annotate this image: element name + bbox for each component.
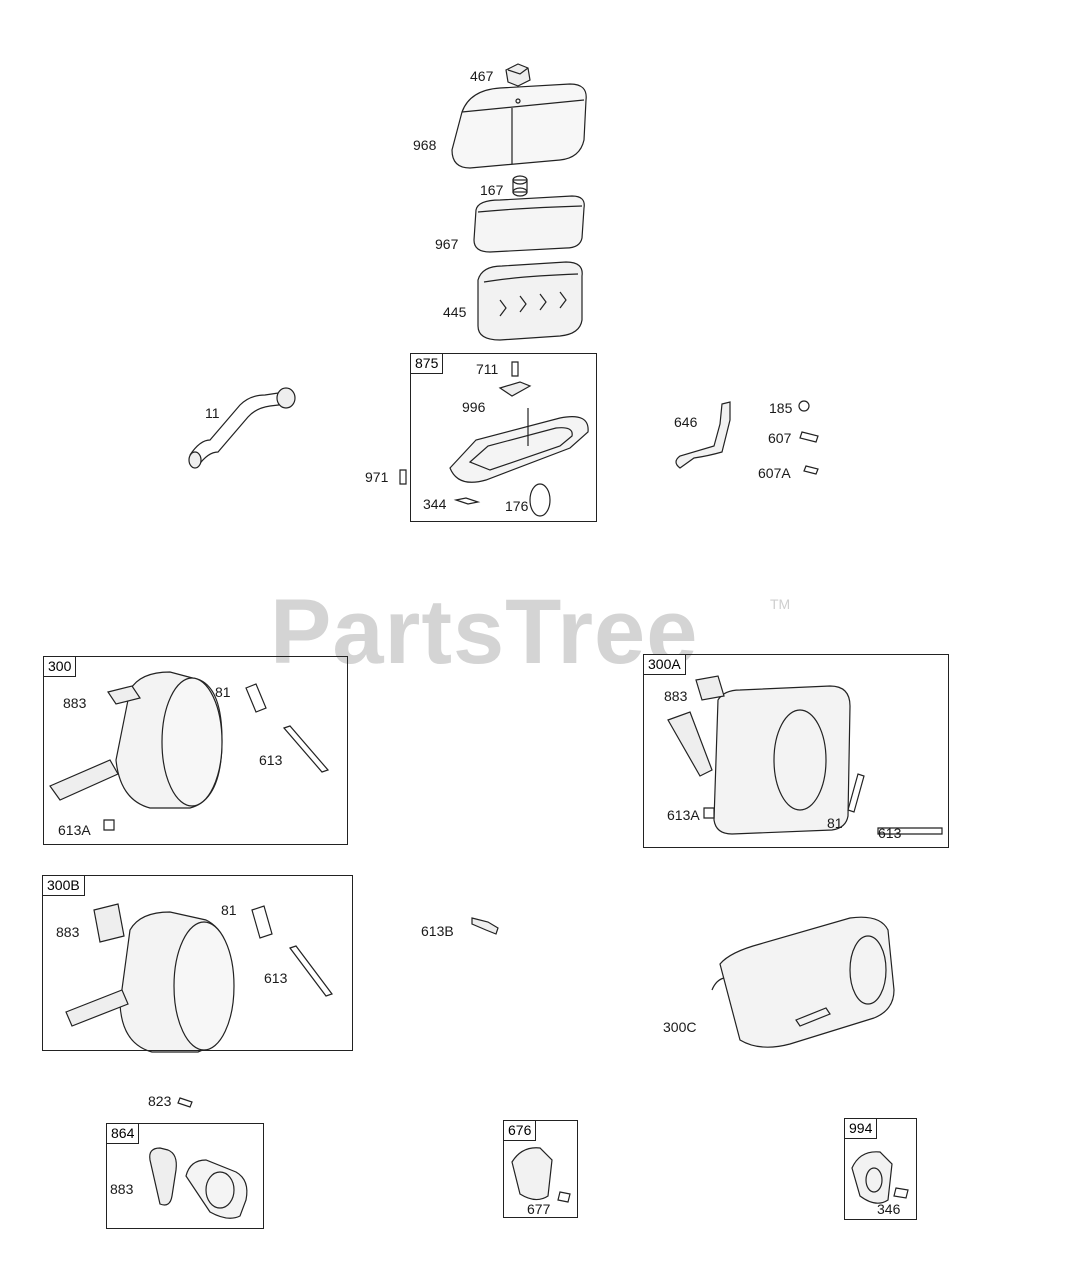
callout-996[interactable]: 996	[462, 399, 486, 415]
callout-300A-613[interactable]: 613	[878, 825, 902, 841]
box-label-300A: 300A	[643, 654, 686, 675]
callout-300-613[interactable]: 613	[259, 752, 283, 768]
callout-300A-883[interactable]: 883	[664, 688, 688, 704]
callout-300C[interactable]: 300C	[663, 1019, 697, 1035]
muffler-300B-part	[65, 903, 333, 1053]
callout-300-883[interactable]: 883	[63, 695, 87, 711]
callout-300B-613[interactable]: 613	[264, 970, 288, 986]
callout-176[interactable]: 176	[505, 498, 529, 514]
assembly-box-875: 875	[410, 353, 597, 522]
callout-646[interactable]: 646	[674, 414, 698, 430]
watermark-logo: PartsTree	[270, 581, 699, 683]
gasket-864-part	[149, 1147, 248, 1219]
muffler-300C-part	[711, 916, 895, 1048]
assembly-box-300: 300	[43, 656, 348, 845]
callout-971[interactable]: 971	[365, 469, 389, 485]
cover-968-part	[451, 83, 587, 169]
callout-823[interactable]: 823	[148, 1093, 172, 1109]
callout-344[interactable]: 344	[423, 496, 447, 512]
callout-864-883[interactable]: 883	[110, 1181, 134, 1197]
callout-167[interactable]: 167	[480, 182, 504, 198]
box-label-994: 994	[844, 1118, 878, 1139]
callout-467[interactable]: 467	[470, 68, 494, 84]
assembly-box-676: 676	[503, 1120, 578, 1218]
bracket-646-part	[675, 400, 819, 475]
box-label-300B: 300B	[42, 875, 85, 896]
callout-300-81[interactable]: 81	[215, 684, 231, 700]
callout-346[interactable]: 346	[877, 1201, 901, 1217]
box-label-676: 676	[503, 1120, 537, 1141]
muffler-300A-part	[667, 675, 943, 835]
box-label-864: 864	[106, 1123, 140, 1144]
base-assembly-875-part	[399, 361, 589, 517]
callout-11[interactable]: 11	[205, 405, 220, 421]
bolt-613B-part	[471, 917, 499, 935]
callout-967[interactable]: 967	[435, 236, 459, 252]
trademark-mark: TM	[770, 596, 791, 612]
knob-467-part	[505, 63, 531, 87]
spark-arrester-994-part	[851, 1151, 909, 1204]
callout-300B-883[interactable]: 883	[56, 924, 80, 940]
assembly-box-994: 994	[844, 1118, 917, 1220]
callout-677[interactable]: 677	[527, 1201, 551, 1217]
callout-300A-81[interactable]: 81	[827, 815, 843, 831]
assembly-box-300B: 300B	[42, 875, 353, 1051]
filter-445-part	[477, 261, 583, 341]
assembly-box-300A: 300A	[643, 654, 949, 848]
callout-300-613A[interactable]: 613A	[58, 822, 91, 838]
deflector-676-part	[511, 1147, 571, 1203]
callout-185[interactable]: 185	[769, 400, 793, 416]
callout-445[interactable]: 445	[443, 304, 467, 320]
breather-tube-11-part	[188, 387, 296, 469]
callout-711[interactable]: 711	[476, 361, 499, 377]
box-label-300: 300	[43, 656, 77, 677]
callout-968[interactable]: 968	[413, 137, 437, 153]
muffler-300-part	[49, 671, 330, 831]
assembly-box-864: 864	[106, 1123, 264, 1229]
callout-607A[interactable]: 607A	[758, 465, 791, 481]
grommet-167-part	[512, 175, 528, 197]
callout-300A-613A[interactable]: 613A	[667, 807, 700, 823]
box-label-875: 875	[410, 353, 444, 374]
callout-613B[interactable]: 613B	[421, 923, 454, 939]
screw-823-part	[177, 1097, 193, 1108]
precleaner-967-part	[473, 195, 585, 253]
callout-300B-81[interactable]: 81	[221, 902, 237, 918]
callout-607[interactable]: 607	[768, 430, 792, 446]
